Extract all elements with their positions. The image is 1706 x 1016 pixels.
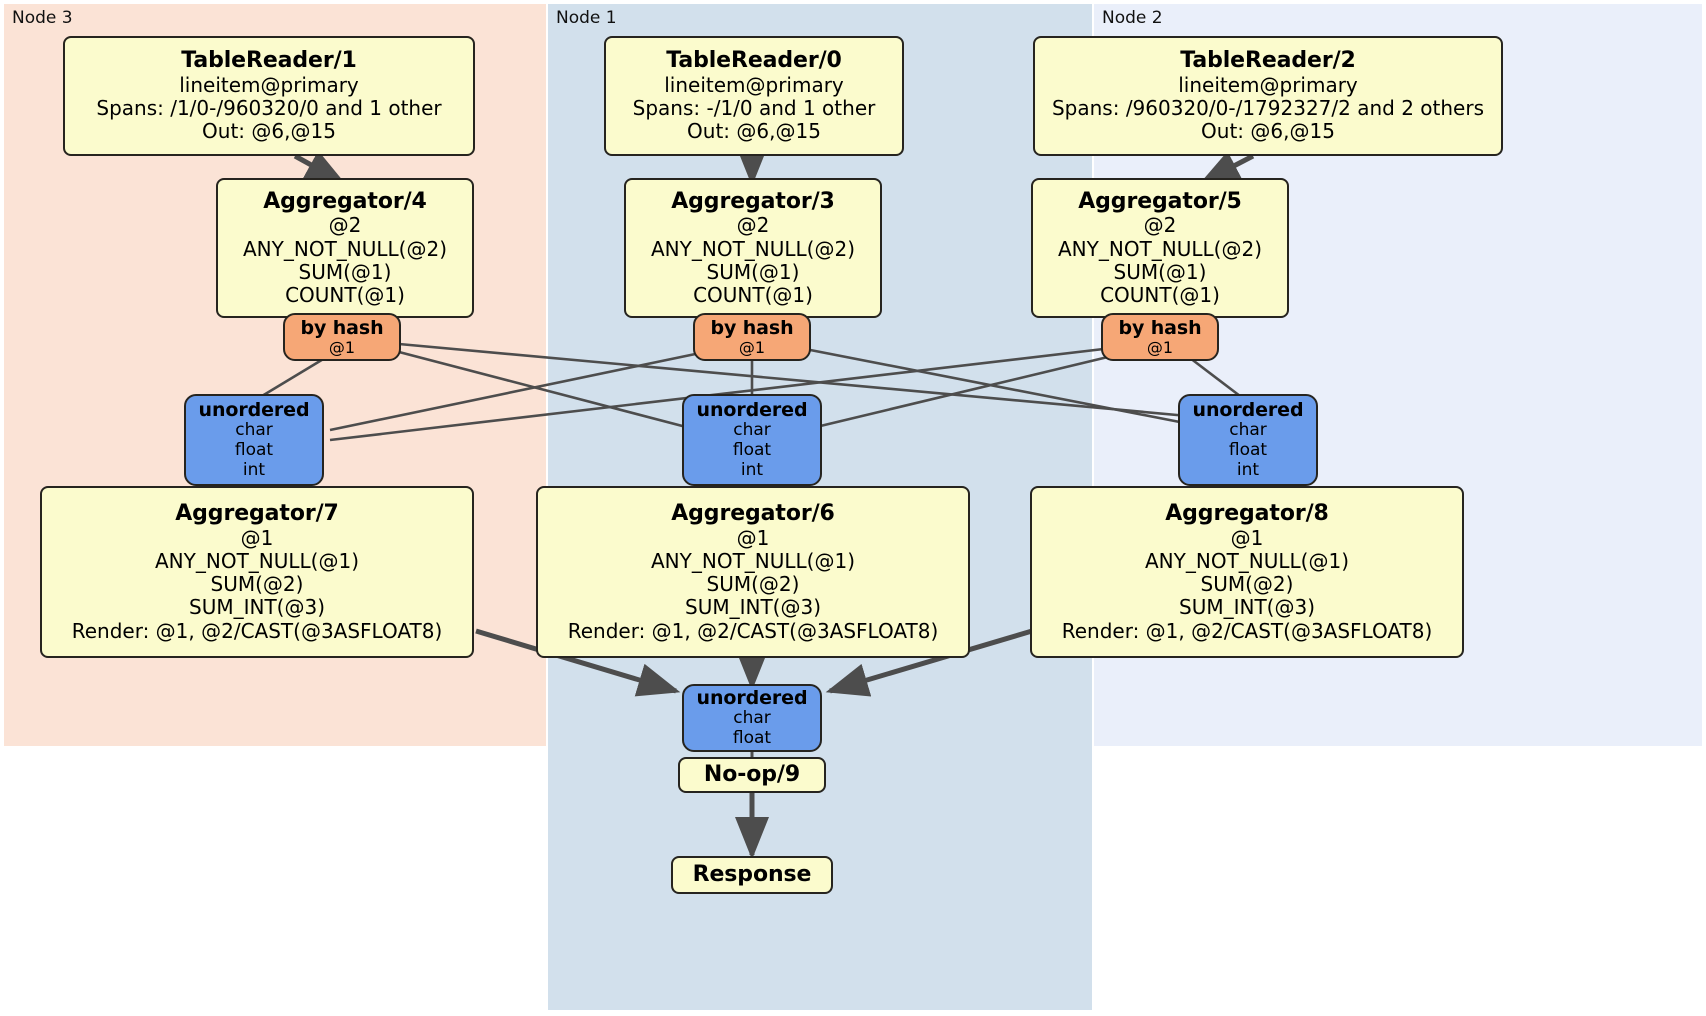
sync-line: char <box>1229 420 1267 441</box>
processor-line: SUM(@2) <box>1200 572 1294 597</box>
processor-line: lineitem@primary <box>1178 72 1358 97</box>
processor-noop-9[interactable]: No-op/9 <box>678 757 826 793</box>
sync-line: int <box>242 459 266 480</box>
processor-line: ANY_NOT_NULL(@1) <box>1145 548 1349 573</box>
output-router-by-hash-right[interactable]: by hash @1 <box>1101 313 1219 361</box>
processor-aggregator-3[interactable]: Aggregator/3 @2 ANY_NOT_NULL(@2) SUM(@1)… <box>624 178 882 318</box>
processor-line: Out: @6,@15 <box>1201 119 1335 144</box>
processor-line: SUM(@2) <box>210 572 304 597</box>
processor-title: Aggregator/7 <box>175 501 339 527</box>
sync-line: float <box>234 440 274 461</box>
processor-title: No-op/9 <box>703 762 801 788</box>
processor-line: @2 <box>1143 213 1177 238</box>
sync-line: int <box>740 459 764 480</box>
processor-line: Spans: /960320/0-/1792327/2 and 2 others <box>1051 96 1484 121</box>
sync-line: float <box>1228 440 1268 461</box>
input-synchronizer-left[interactable]: unordered char float int <box>184 394 324 486</box>
processor-title: TableReader/1 <box>181 48 357 74</box>
processor-line: Out: @6,@15 <box>687 119 821 144</box>
processor-tablereader-2[interactable]: TableReader/2 lineitem@primary Spans: /9… <box>1033 36 1503 156</box>
router-line: @1 <box>1146 337 1174 357</box>
router-title: by hash <box>710 316 794 339</box>
processor-line: ANY_NOT_NULL(@2) <box>651 236 855 261</box>
processor-response[interactable]: Response <box>671 856 833 894</box>
processor-aggregator-6[interactable]: Aggregator/6 @1 ANY_NOT_NULL(@1) SUM(@2)… <box>536 486 970 658</box>
sync-line: char <box>733 708 771 729</box>
processor-title: Response <box>692 862 812 888</box>
panel-node-1-label: Node 1 <box>556 8 617 28</box>
processor-line: lineitem@primary <box>179 72 359 97</box>
processor-title: TableReader/2 <box>1180 48 1356 74</box>
panel-node-3-label: Node 3 <box>12 8 73 28</box>
processor-title: Aggregator/6 <box>671 501 835 527</box>
processor-line: @1 <box>240 525 274 550</box>
processor-title: Aggregator/4 <box>263 188 427 214</box>
processor-line: SUM(@1) <box>706 259 800 284</box>
processor-aggregator-7[interactable]: Aggregator/7 @1 ANY_NOT_NULL(@1) SUM(@2)… <box>40 486 474 658</box>
processor-line: SUM_INT(@3) <box>189 595 325 620</box>
processor-line: ANY_NOT_NULL(@2) <box>243 236 447 261</box>
processor-line: Render: @1, @2/CAST(@3ASFLOAT8) <box>1061 618 1433 643</box>
processor-line: Render: @1, @2/CAST(@3ASFLOAT8) <box>71 618 443 643</box>
sync-title: unordered <box>1192 399 1304 422</box>
processor-line: @2 <box>328 213 362 238</box>
sync-line: int <box>1236 459 1260 480</box>
router-line: @1 <box>328 337 356 357</box>
router-title: by hash <box>1118 316 1202 339</box>
processor-line: lineitem@primary <box>664 72 844 97</box>
processor-line: SUM(@1) <box>1113 259 1207 284</box>
sync-title: unordered <box>198 399 310 422</box>
panel-node-2-label: Node 2 <box>1102 8 1163 28</box>
input-synchronizer-center[interactable]: unordered char float int <box>682 394 822 486</box>
processor-line: SUM_INT(@3) <box>1179 595 1315 620</box>
edge-tablereader-to-aggregator <box>293 146 1255 187</box>
router-title: by hash <box>300 316 384 339</box>
processor-line: Render: @1, @2/CAST(@3ASFLOAT8) <box>567 618 939 643</box>
processor-line: @1 <box>1230 525 1264 550</box>
output-router-by-hash-center[interactable]: by hash @1 <box>693 313 811 361</box>
sync-title: unordered <box>696 399 808 422</box>
processor-line: COUNT(@1) <box>285 282 405 307</box>
processor-line: COUNT(@1) <box>693 282 813 307</box>
processor-line: @2 <box>736 213 770 238</box>
processor-line: COUNT(@1) <box>1100 282 1220 307</box>
sync-line: char <box>235 420 273 441</box>
processor-line: SUM_INT(@3) <box>685 595 821 620</box>
edge-aggregator-to-final-synchronizer <box>475 628 1033 697</box>
processor-line: Spans: /1/0-/960320/0 and 1 other <box>96 96 442 121</box>
processor-line: ANY_NOT_NULL(@1) <box>651 548 855 573</box>
processor-line: @1 <box>736 525 770 550</box>
processor-title: Aggregator/5 <box>1078 188 1242 214</box>
processor-line: SUM(@2) <box>706 572 800 597</box>
processor-line: SUM(@1) <box>298 259 392 284</box>
input-synchronizer-final[interactable]: unordered char float <box>682 684 822 752</box>
sync-line: char <box>733 420 771 441</box>
processor-aggregator-5[interactable]: Aggregator/5 @2 ANY_NOT_NULL(@2) SUM(@1)… <box>1031 178 1289 318</box>
input-synchronizer-right[interactable]: unordered char float int <box>1178 394 1318 486</box>
processor-line: ANY_NOT_NULL(@2) <box>1058 236 1262 261</box>
processor-title: Aggregator/8 <box>1165 501 1329 527</box>
processor-tablereader-0[interactable]: TableReader/0 lineitem@primary Spans: -/… <box>604 36 904 156</box>
sync-line: float <box>732 728 772 749</box>
processor-aggregator-8[interactable]: Aggregator/8 @1 ANY_NOT_NULL(@1) SUM(@2)… <box>1030 486 1464 658</box>
processor-line: ANY_NOT_NULL(@1) <box>155 548 359 573</box>
processor-tablereader-1[interactable]: TableReader/1 lineitem@primary Spans: /1… <box>63 36 475 156</box>
processor-title: Aggregator/3 <box>671 188 835 214</box>
sync-line: float <box>732 440 772 461</box>
processor-title: TableReader/0 <box>666 48 842 74</box>
processor-line: Spans: -/1/0 and 1 other <box>632 96 876 121</box>
router-line: @1 <box>738 337 766 357</box>
processor-aggregator-4[interactable]: Aggregator/4 @2 ANY_NOT_NULL(@2) SUM(@1)… <box>216 178 474 318</box>
sync-title: unordered <box>696 687 808 710</box>
output-router-by-hash-left[interactable]: by hash @1 <box>283 313 401 361</box>
processor-line: Out: @6,@15 <box>202 119 336 144</box>
